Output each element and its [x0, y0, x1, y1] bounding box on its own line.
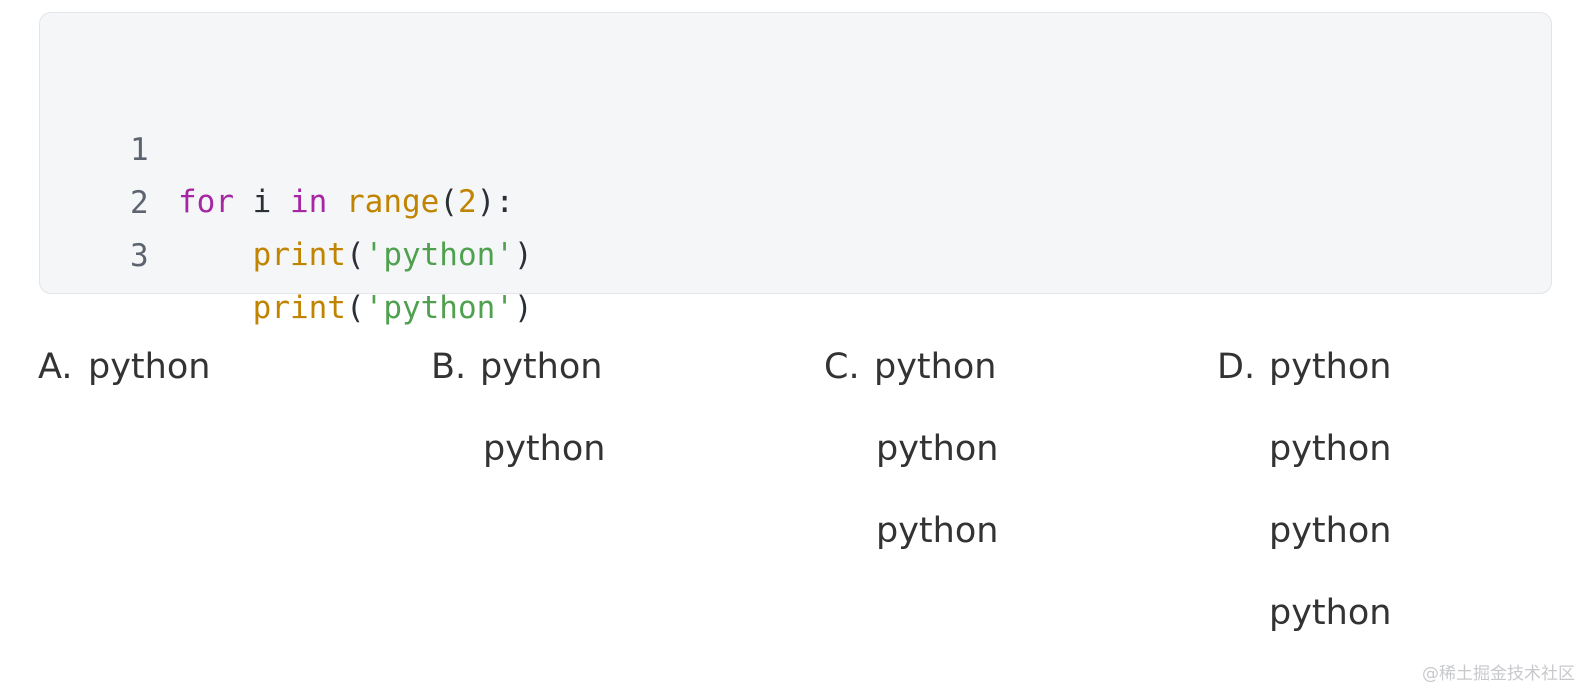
- code-token: (: [345, 237, 365, 273]
- line-number: 2: [130, 185, 149, 221]
- option-c-line: python: [876, 511, 999, 551]
- option-d-line: python: [1269, 593, 1392, 633]
- option-d-label: D.: [1217, 347, 1256, 387]
- code-block: 1 for i in range(2): 2 print('python') 3…: [39, 12, 1552, 326]
- code-token: for: [178, 184, 234, 220]
- code-token: [178, 237, 253, 273]
- code-text: print('python'): [178, 282, 533, 334]
- code-token: print: [252, 237, 346, 273]
- option-b-label: B.: [431, 347, 467, 387]
- code-token: 'python': [364, 290, 514, 326]
- option-c-line: python: [874, 347, 997, 387]
- option-d-line: python: [1269, 347, 1392, 387]
- option-a-line: python: [88, 347, 211, 387]
- code-token: in: [290, 184, 328, 220]
- code-token: [327, 184, 346, 220]
- line-number: 1: [130, 132, 149, 168]
- line-number: 3: [130, 238, 149, 274]
- option-b-line: python: [483, 429, 606, 469]
- code-line: 2 print('python'): [40, 125, 533, 273]
- code-token: range: [346, 184, 440, 220]
- option-b-line: python: [480, 347, 603, 387]
- code-token: 'python': [364, 237, 514, 273]
- option-d-line: python: [1269, 511, 1392, 551]
- code-line: 1 for i in range(2):: [40, 72, 514, 220]
- code-token: ): [513, 290, 533, 326]
- code-token: i: [234, 184, 290, 220]
- code-text: print('python'): [178, 229, 533, 281]
- code-token: ): [513, 237, 533, 273]
- code-token: (: [345, 290, 365, 326]
- code-text: for i in range(2):: [178, 176, 514, 228]
- code-line: 3 print('python'): [40, 178, 533, 326]
- watermark: @稀土掘金技术社区: [1422, 664, 1575, 684]
- option-d-line: python: [1269, 429, 1392, 469]
- code-token: print: [252, 290, 346, 326]
- option-a-label: A.: [38, 347, 73, 387]
- option-c-label: C.: [824, 347, 860, 387]
- code-token: ):: [476, 184, 514, 220]
- option-c-line: python: [876, 429, 999, 469]
- code-token: 2: [458, 184, 477, 220]
- code-token: [178, 290, 253, 326]
- code-token: (: [439, 184, 458, 220]
